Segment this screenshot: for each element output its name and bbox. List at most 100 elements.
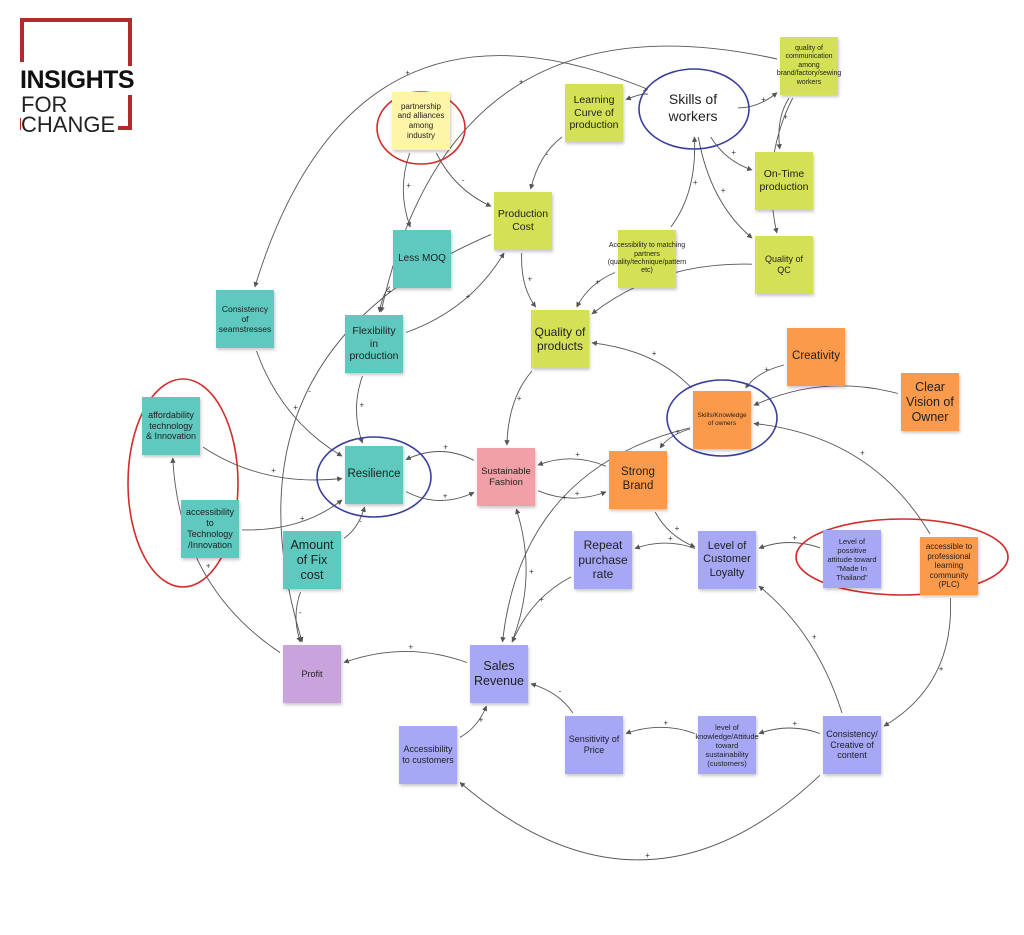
edge-loyalty-to-repeat	[634, 542, 696, 550]
node-knowledge-customers[interactable]: level of knowledge/Attitude toward susta…	[695, 716, 759, 774]
edge-sustainable-to-resilience	[405, 451, 475, 461]
edge-sign: +	[519, 78, 524, 87]
ring-resilience	[316, 436, 432, 518]
edge-consistency_content-to-loyalty	[758, 585, 843, 714]
node-label: Repeat purchase rate	[578, 538, 628, 582]
node-strong-brand[interactable]: Strong Brand	[609, 451, 667, 509]
edge-sign: +	[479, 716, 484, 725]
node-resilience[interactable]: Resilience	[345, 446, 403, 504]
node-label: accessible to professional learning comm…	[925, 542, 973, 590]
edge-sign: +	[529, 567, 534, 576]
node-label: quality of communication among brand/fac…	[776, 45, 842, 86]
edge-sign: +	[721, 186, 726, 195]
edge-partnership-to-less_moq	[402, 152, 412, 228]
node-label: partnership and alliances among industry	[397, 101, 445, 140]
logo-line-1: INSIGHTS	[20, 66, 137, 95]
edge-sustainable-to-strong_brand	[537, 490, 607, 499]
node-consistency-content[interactable]: Consistency/ Creative of content	[823, 716, 881, 774]
node-quality-qc[interactable]: Quality of QC	[755, 236, 813, 294]
node-profit[interactable]: Profit	[283, 645, 341, 703]
node-sensitivity[interactable]: Sensitivity of Price	[565, 716, 623, 774]
edge-skills_workers-to-consistency_seam	[253, 55, 649, 288]
node-label: On-Time production	[759, 168, 809, 193]
edge-sign: +	[793, 719, 798, 728]
node-label: Sensitivity of Price	[568, 734, 620, 755]
node-label: level of knowledge/Attitude toward susta…	[695, 722, 759, 768]
node-creativity[interactable]: Creativity	[787, 328, 845, 386]
node-loyalty[interactable]: Level of Customer Loyalty	[698, 531, 756, 589]
edge-sales-to-sustainable	[511, 508, 527, 643]
node-attitude[interactable]: Level of possitive attitude toward "Made…	[823, 530, 881, 588]
node-learning-curve[interactable]: Learning Curve of production	[565, 84, 623, 142]
edge-less_moq-to-flexibility	[377, 286, 391, 313]
node-access-tech[interactable]: accessibility to Technology /Innovation	[181, 500, 239, 558]
node-label: Resilience	[347, 468, 401, 481]
edge-resilience-to-sustainable	[405, 491, 475, 501]
edge-strong_brand-to-loyalty	[654, 511, 696, 548]
ring-skills-owners	[666, 379, 778, 457]
edge-strong_brand-to-sustainable	[537, 458, 607, 467]
edge-sign: -	[546, 150, 549, 159]
edge-sign: -	[299, 608, 302, 617]
node-skills-owners[interactable]: Skills/Knowledge of owners	[693, 391, 751, 449]
node-label: Amount of Fix cost	[290, 537, 334, 582]
edge-skills_workers-to-quality_qc	[697, 136, 753, 239]
node-sustainable[interactable]: Sustainable Fashion	[477, 448, 535, 506]
edge-flexibility-to-resilience	[356, 375, 364, 444]
node-fix-cost[interactable]: Amount of Fix cost	[283, 531, 341, 589]
edge-sign: +	[528, 274, 533, 283]
edge-sign: +	[575, 489, 580, 498]
edge-partnership-to-production_cost	[435, 152, 492, 207]
edge-sign: +	[443, 443, 448, 452]
edge-sign: +	[645, 851, 650, 860]
node-label: Level of possitive attitude toward "Made…	[827, 536, 877, 582]
edge-creativity-to-skills_owners	[745, 364, 785, 389]
edge-repeat-to-sales	[511, 576, 572, 643]
node-label: affordability technology & Innovation	[145, 409, 197, 442]
edge-skills_owners-to-strong_brand	[659, 428, 691, 449]
node-plc[interactable]: accessible to professional learning comm…	[920, 537, 978, 595]
edge-access_customers-to-sales	[459, 705, 488, 738]
node-affordability[interactable]: affordability technology & Innovation	[142, 397, 200, 455]
edge-skills_owners-to-quality_products	[591, 340, 692, 389]
node-quality-products[interactable]: Quality of products	[531, 310, 589, 368]
ring-tech	[127, 378, 239, 588]
node-clear-vision[interactable]: Clear Vision of Owner	[901, 373, 959, 431]
edge-sign: +	[443, 492, 448, 501]
node-less-moq[interactable]: Less MOQ	[393, 230, 451, 288]
edge-sign: +	[517, 394, 522, 403]
node-partnership[interactable]: partnership and alliances among industry	[392, 92, 450, 150]
edge-sign: +	[693, 178, 698, 187]
edge-sign: -	[462, 176, 465, 185]
node-repeat[interactable]: Repeat purchase rate	[574, 531, 632, 589]
node-flexibility[interactable]: Flexibility in production	[345, 315, 403, 373]
node-label: Accessibility to customers	[402, 744, 454, 765]
node-quality-comm[interactable]: quality of communication among brand/fac…	[777, 37, 841, 95]
edge-consistency_content-to-knowledge_customers	[758, 727, 821, 735]
node-sales[interactable]: Sales Revenue	[470, 645, 528, 703]
node-ontime[interactable]: On-Time production	[755, 152, 813, 210]
node-skills-workers[interactable]: Skills of workers	[651, 82, 735, 134]
edge-attitude-to-loyalty	[758, 542, 821, 550]
edge-sign: +	[731, 148, 736, 157]
node-label: Creativity	[792, 350, 840, 363]
edge-skills_workers-to-quality_comm	[737, 92, 778, 109]
node-label: Quality of QC	[764, 254, 804, 275]
node-label: Strong Brand	[621, 466, 655, 492]
edge-sign: +	[652, 349, 657, 358]
node-access-customers[interactable]: Accessibility to customers	[399, 726, 457, 784]
ring-attitude-plc	[795, 518, 1009, 596]
node-label: Flexibility in production	[349, 325, 399, 363]
edge-sign: +	[664, 718, 669, 727]
edge-skills_owners-to-sales	[500, 427, 691, 643]
edge-sign: -	[559, 686, 562, 695]
node-consistency-seam[interactable]: Consistency of seamstresses	[216, 290, 274, 348]
edge-sign: +	[300, 514, 305, 523]
edge-skills_workers-to-learning_curve	[625, 93, 649, 101]
node-accessibility-partners[interactable]: Accessibility to matching partners (qual…	[608, 230, 686, 288]
node-label: Profit	[301, 668, 323, 679]
node-production-cost[interactable]: Production Cost	[494, 192, 552, 250]
edge-affordability-to-resilience	[202, 446, 343, 482]
edge-knowledge_customers-to-sensitivity	[625, 726, 696, 735]
node-label: Less MOQ	[398, 253, 446, 264]
